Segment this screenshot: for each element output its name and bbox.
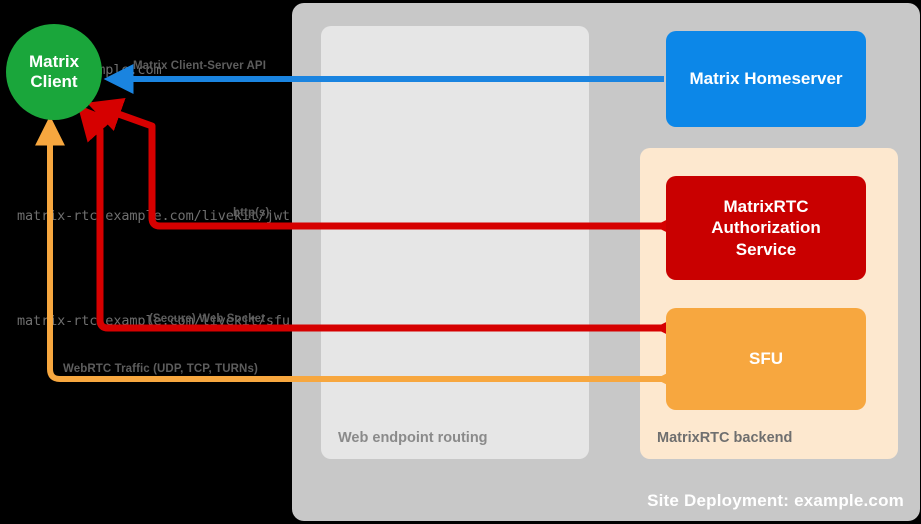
web-endpoint-routing-panel: Web endpoint routing [321, 26, 589, 459]
sfu-label: SFU [749, 349, 783, 368]
matrix-client-line2: Client [30, 72, 78, 91]
node-matrix-homeserver[interactable]: Matrix Homeserver [666, 31, 866, 127]
web-endpoint-routing-label: Web endpoint routing [338, 430, 488, 446]
edge-label-secure-web-socket: (Secure) Web Socket [149, 313, 266, 325]
site-deployment-label: Site Deployment: example.com [647, 491, 904, 510]
edge-label-webrtc-traffic: WebRTC Traffic (UDP, TCP, TURNs) [63, 363, 258, 375]
matrixrtc-backend-label: MatrixRTC backend [657, 430, 793, 446]
matrix-client-line1: Matrix [28, 51, 80, 71]
edge-label-matrix-client-server-api: Matrix Client-Server API [133, 60, 266, 72]
matrix-homeserver-label: Matrix Homeserver [689, 69, 843, 88]
node-matrix-client[interactable]: Matrix Client [6, 24, 102, 120]
auth-service-line1: MatrixRTC [723, 197, 809, 217]
auth-service-line3: Service [735, 239, 797, 259]
edge-label-https: http(s) [233, 207, 270, 219]
node-sfu[interactable]: SFU [666, 308, 866, 410]
node-matrixrtc-authorization-service[interactable]: MatrixRTC Authorization Service [666, 176, 866, 280]
auth-service-line2: Authorization [711, 218, 821, 238]
